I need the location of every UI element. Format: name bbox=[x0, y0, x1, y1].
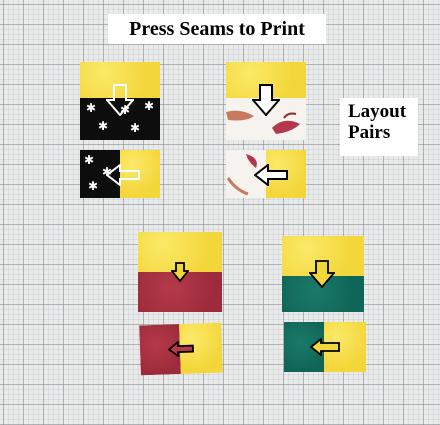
star-print: ✱ bbox=[130, 122, 140, 134]
block-red-bottom bbox=[139, 323, 223, 376]
arrow-down-icon bbox=[252, 84, 280, 116]
arrow-left-icon bbox=[310, 338, 340, 356]
page-title: Press Seams to Print bbox=[108, 14, 326, 44]
arrow-left-icon bbox=[254, 164, 288, 186]
arrow-left-icon bbox=[106, 164, 140, 186]
layout-label-line2: Pairs bbox=[348, 123, 418, 144]
star-print: ✱ bbox=[84, 154, 94, 166]
layout-pairs-label: Layout Pairs bbox=[340, 98, 418, 156]
block-red-top bbox=[138, 232, 222, 312]
arrow-down-icon bbox=[309, 260, 335, 288]
arrow-left-icon bbox=[168, 341, 195, 358]
block-black-bottom: ✱ ✱ ✱ bbox=[80, 150, 160, 198]
arrow-down-icon bbox=[106, 84, 134, 116]
block-cream-top bbox=[226, 62, 306, 140]
star-print: ✱ bbox=[88, 180, 98, 192]
star-print: ✱ bbox=[144, 100, 154, 112]
block-cream-bottom bbox=[226, 150, 306, 198]
block-black-top: ✱ ✱ ✱ ✱ ✱ bbox=[80, 62, 160, 140]
star-print: ✱ bbox=[98, 120, 108, 132]
layout-label-line1: Layout bbox=[348, 102, 418, 123]
block-teal-top bbox=[282, 236, 364, 312]
block-teal-bottom bbox=[284, 322, 366, 372]
arrow-down-icon bbox=[171, 262, 189, 282]
star-print: ✱ bbox=[86, 102, 96, 114]
